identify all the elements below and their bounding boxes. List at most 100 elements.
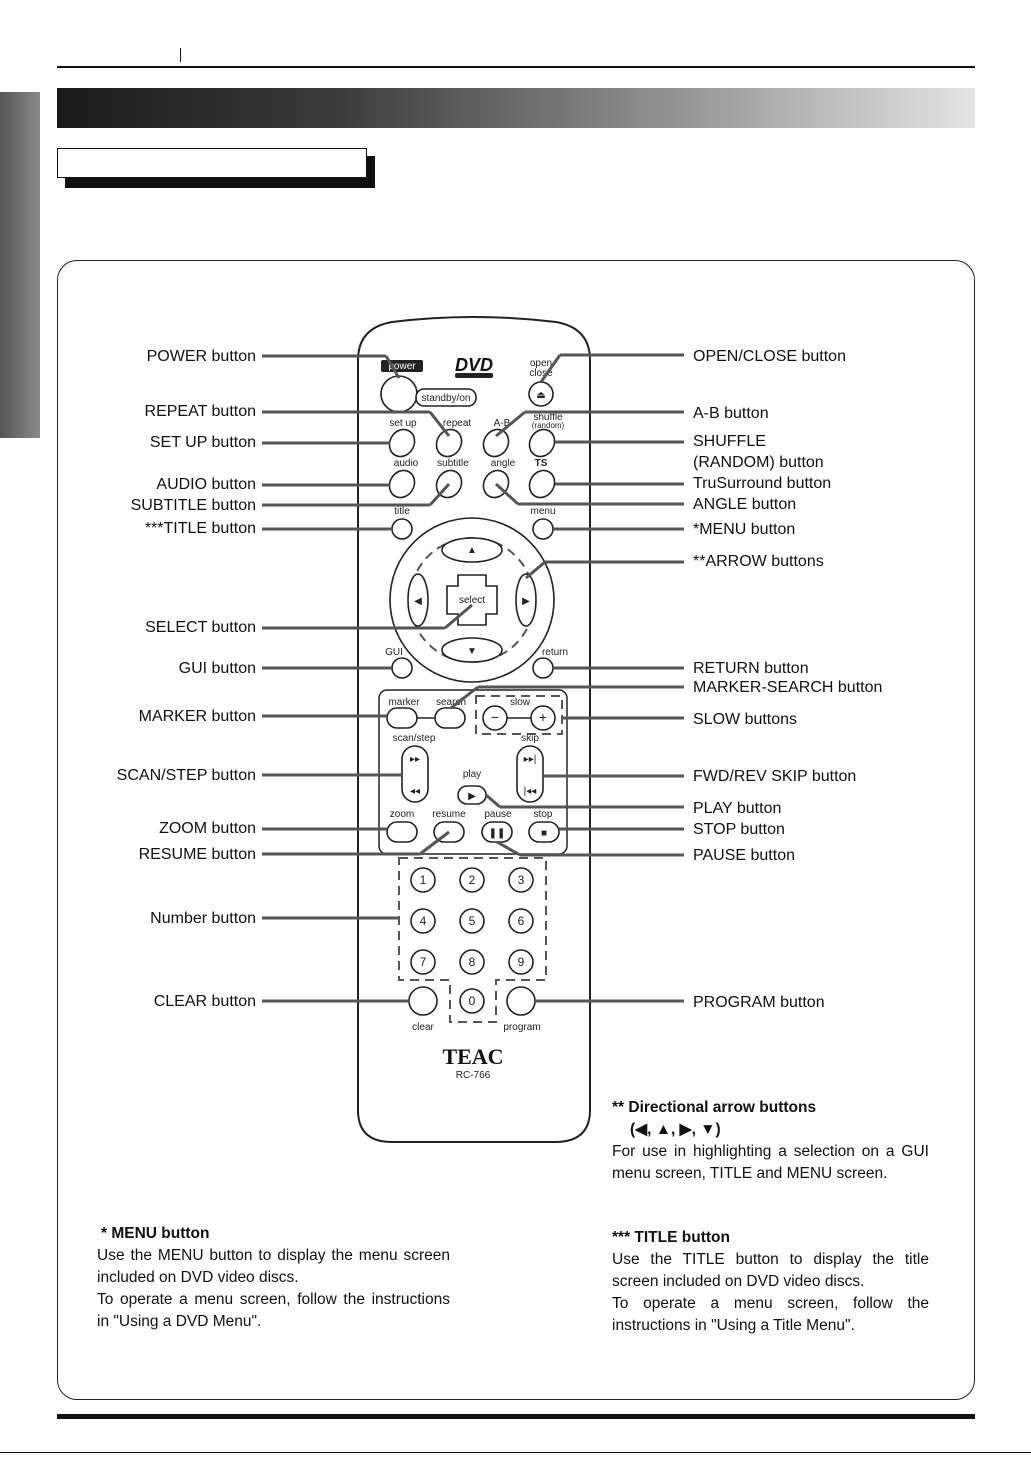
digit-key [410, 908, 436, 934]
repeat-label: repeat [443, 418, 472, 429]
note-menu-body1: Use the MENU button to display the menu … [97, 1247, 450, 1286]
subtitle-label: subtitle [437, 458, 469, 469]
callout-ab: A-B button [693, 405, 769, 422]
side-tab [0, 92, 40, 438]
gui-key [391, 657, 413, 679]
digit-key [459, 908, 485, 934]
callout-program: PROGRAM button [693, 994, 825, 1011]
number-dashed-box [398, 857, 547, 1023]
ts-label: TS [535, 458, 548, 469]
content-frame [57, 260, 975, 1400]
note-arrows: ** Directional arrow buttons (◀, ▲, ▶, ▼… [612, 1097, 929, 1185]
skip-key [516, 745, 544, 803]
program-label: program [503, 1022, 540, 1033]
digit-label: 9 [518, 955, 525, 969]
power-key-label: power [388, 361, 416, 372]
callout-clear: CLEAR button [153, 993, 256, 1010]
note-menu-title: * MENU button [101, 1225, 210, 1242]
callout-select: SELECT button [145, 619, 256, 636]
random-label: (random) [532, 421, 565, 430]
eject-icon: ⏏ [536, 390, 545, 401]
power-key [380, 375, 418, 413]
callout-zoom: ZOOM button [159, 820, 256, 837]
slow-dashed-box [475, 695, 563, 735]
callout-slow: SLOW buttons [693, 711, 798, 728]
arrow-left-key [407, 573, 429, 627]
note-arrows-title: ** Directional arrow buttons [612, 1099, 817, 1116]
note-title: *** TITLE button Use the TITLE button to… [612, 1227, 929, 1337]
marker-label: marker [388, 697, 420, 708]
gui-label: GUI [385, 647, 403, 658]
digit-label: 4 [420, 914, 427, 928]
standby-key [415, 388, 477, 407]
stop-icon: ■ [541, 828, 547, 839]
clear-label: clear [412, 1022, 434, 1033]
callout-audio: AUDIO button [156, 476, 256, 493]
callout-subtitle: SUBTITLE button [130, 497, 256, 514]
digit-key [410, 867, 436, 893]
trusurround-key [528, 469, 556, 499]
note-arrows-body: For use in highlighting a selection on a… [612, 1143, 929, 1182]
standby-label: standby/on [422, 393, 471, 404]
note-arrows-symbols: (◀, ▲, ▶, ▼) [630, 1121, 721, 1138]
digit-label: 7 [420, 955, 427, 969]
model-label: RC-766 [456, 1070, 491, 1081]
callout-angle: ANGLE button [693, 496, 797, 513]
setup-label: set up [389, 418, 417, 429]
note-menu: * MENU button Use the MENU button to dis… [97, 1223, 450, 1333]
menu-key [532, 518, 554, 540]
digit-label: 2 [469, 873, 476, 887]
digit-key [508, 867, 534, 893]
callout-power: POWER button [146, 348, 256, 365]
footer-hairline [0, 1452, 1031, 1453]
digit-key [410, 949, 436, 975]
section-banner [57, 88, 975, 128]
note-title-body2: To operate a menu screen, follow the ins… [612, 1295, 929, 1334]
note-title-body1: Use the TITLE button to display the titl… [612, 1251, 929, 1290]
footer-rule [57, 1414, 975, 1419]
digit-key [459, 988, 485, 1014]
callout-random: (RANDOM) button [693, 454, 824, 471]
digit-key [508, 908, 534, 934]
digit-key [459, 949, 485, 975]
callout-title: ***TITLE button [144, 520, 256, 537]
ab-label: A-B [494, 418, 511, 429]
close-label: close [529, 368, 553, 379]
pause-label: pause [484, 809, 512, 820]
arrow-down-icon: ▼ [467, 646, 477, 657]
header-rule [57, 66, 975, 68]
search-label: search [436, 697, 466, 708]
callout-menu: *MENU button [693, 521, 796, 538]
clear-key [408, 986, 438, 1016]
arrow-right-icon: ▶ [522, 596, 530, 607]
title-label: title [394, 506, 410, 517]
shuffle-label: shuffle [533, 412, 563, 423]
brand-logo: TEAC [442, 1044, 503, 1069]
play-label: play [463, 769, 481, 780]
select-key [446, 574, 498, 626]
dvd-sub-bar [455, 373, 493, 378]
arrow-right-key [515, 573, 537, 627]
scanstep-label: scan/step [393, 733, 436, 744]
subheading-box [57, 148, 367, 178]
skip-rev-icon: |◂◂ [524, 786, 537, 797]
callout-number: Number button [150, 910, 256, 927]
callout-open-close: OPEN/CLOSE button [693, 348, 846, 365]
zoom-label: zoom [390, 809, 414, 820]
callout-stop: STOP button [693, 821, 785, 838]
minus-icon: − [491, 709, 499, 725]
callout-trusurround: TruSurround button [693, 475, 832, 492]
digit-label: 3 [518, 873, 525, 887]
digit-key [508, 949, 534, 975]
callout-arrow: **ARROW buttons [693, 553, 824, 570]
digit-label: 5 [469, 914, 476, 928]
callout-skip: FWD/REV SKIP button [693, 768, 857, 785]
callout-scan-step: SCAN/STEP button [116, 767, 256, 784]
callout-setup: SET UP button [149, 434, 256, 451]
callout-play: PLAY button [693, 800, 782, 817]
angle-label: angle [491, 458, 516, 469]
select-label: select [459, 595, 485, 606]
remote-body [357, 316, 591, 1143]
slow-label: slow [510, 697, 531, 708]
